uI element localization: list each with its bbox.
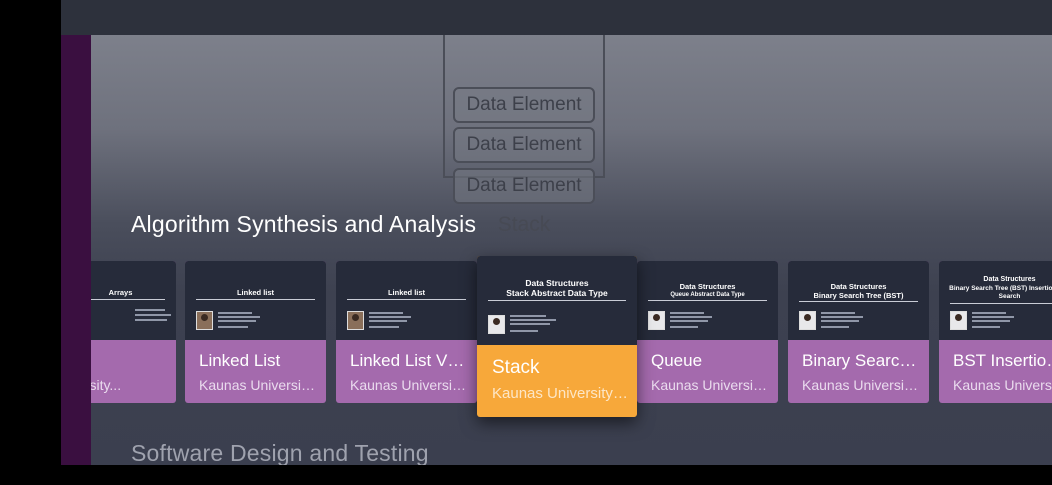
thumb-text xyxy=(369,312,403,314)
card-subtitle: Kaunas University of Technology xyxy=(199,377,318,393)
course-card[interactable]: Data Structures Binary Search Tree (BST)… xyxy=(788,261,929,403)
thumb-subtitle: Binary Search Tree (BST) Insertion and S… xyxy=(949,285,1052,300)
thumb-text xyxy=(510,330,538,332)
course-card[interactable]: Data Structures Queue Abstract Data Type… xyxy=(637,261,778,403)
stack-caption: Stack xyxy=(497,213,551,236)
hero-stack-diagram: Data Element Data Element Data Element S… xyxy=(443,35,605,236)
stack-data-element: Data Element xyxy=(453,87,595,123)
thumb-text xyxy=(218,312,252,314)
thumb-text xyxy=(369,320,407,322)
card-title: Stack xyxy=(492,357,540,378)
thumb-text xyxy=(670,326,698,328)
thumb-rule xyxy=(648,300,767,301)
thumb-rule xyxy=(91,299,165,300)
author-photo xyxy=(488,315,505,334)
course-card[interactable]: Linked list Linked List VS Array Kaunas … xyxy=(336,261,477,403)
thumb-rule xyxy=(950,303,1052,304)
card-subtitle: University... xyxy=(91,377,122,393)
thumb-text xyxy=(135,309,165,311)
thumb-text xyxy=(670,312,704,314)
thumb-text xyxy=(821,316,863,318)
course-card[interactable]: Linked list Linked List Kaunas Universit… xyxy=(185,261,326,403)
card-title: Linked List xyxy=(199,351,281,370)
card-thumbnail: Data Structures Queue Abstract Data Type xyxy=(637,261,778,340)
card-thumbnail: Arrays xyxy=(91,261,176,340)
card-thumbnail: Data Structures Binary Search Tree (BST)… xyxy=(939,261,1052,340)
thumb-title: Data Structures xyxy=(525,278,589,288)
thumb-text xyxy=(670,316,712,318)
thumb-text xyxy=(821,312,855,314)
thumb-title: Data Structures xyxy=(830,282,887,291)
thumb-title: Linked list xyxy=(387,288,426,297)
card-info: University... xyxy=(91,340,176,403)
thumb-text xyxy=(218,316,260,318)
card-title: Queue xyxy=(651,351,703,370)
card-subtitle: Kaunas University of Technology xyxy=(492,385,629,402)
browse-content: Data Element Data Element Data Element S… xyxy=(91,35,1052,465)
card-title: Linked List VS Array xyxy=(350,351,469,370)
thumb-text xyxy=(972,316,1014,318)
card-thumbnail: Linked list xyxy=(336,261,477,340)
top-bar xyxy=(61,0,1052,35)
thumb-title: Arrays xyxy=(108,288,133,297)
thumb-text xyxy=(218,326,248,328)
card-thumbnail: Data Structures Stack Abstract Data Type xyxy=(477,256,637,345)
author-photo xyxy=(950,311,967,330)
thumb-rule xyxy=(799,301,918,302)
thumb-title: Data Structures xyxy=(983,276,1036,283)
card-info: BST Insertion and Search Kaunas Universi… xyxy=(939,340,1052,403)
author-photo xyxy=(799,311,816,330)
author-photo xyxy=(347,311,364,330)
card-subtitle: Kaunas University of Technology xyxy=(350,377,469,393)
stack-data-element: Data Element xyxy=(453,168,595,204)
card-subtitle: Kaunas University of Technology xyxy=(651,377,770,393)
thumb-text xyxy=(135,319,167,321)
course-card[interactable]: Arrays University... xyxy=(91,261,176,403)
thumb-title: Linked list xyxy=(236,288,275,297)
thumb-text xyxy=(972,312,1006,314)
card-title: BST Insertion and Search xyxy=(953,351,1052,370)
side-rail[interactable] xyxy=(61,35,91,465)
thumb-text xyxy=(510,319,556,321)
thumb-text xyxy=(135,314,171,316)
thumb-text xyxy=(218,320,256,322)
thumb-text xyxy=(821,326,849,328)
thumb-text xyxy=(510,315,546,317)
course-card[interactable]: Data Structures Binary Search Tree (BST)… xyxy=(939,261,1052,403)
row-title: Algorithm Synthesis and Analysis xyxy=(131,211,477,237)
thumb-rule xyxy=(488,300,626,301)
card-title: Binary Search Tree xyxy=(802,351,921,370)
author-photo xyxy=(196,311,213,330)
card-info: Linked List Kaunas University of Technol… xyxy=(185,340,326,403)
card-thumbnail: Data Structures Binary Search Tree (BST) xyxy=(788,261,929,340)
card-subtitle: Kaunas University of Technology xyxy=(802,377,921,393)
thumb-text xyxy=(369,316,411,318)
thumb-title: Data Structures xyxy=(679,282,736,291)
stack-data-element: Data Element xyxy=(453,127,595,163)
thumb-text xyxy=(972,326,1000,328)
row-title: Software Design and Testing xyxy=(131,440,429,465)
thumb-subtitle: Binary Search Tree (BST) xyxy=(813,291,904,300)
author-photo xyxy=(648,311,665,330)
card-info: Linked List VS Array Kaunas University o… xyxy=(336,340,477,403)
thumb-subtitle: Queue Abstract Data Type xyxy=(670,292,745,298)
thumb-text xyxy=(369,326,399,328)
card-info: Queue Kaunas University of Technology xyxy=(637,340,778,403)
thumb-text xyxy=(972,320,1010,322)
app-window: Data Element Data Element Data Element S… xyxy=(61,0,1052,465)
thumb-subtitle: Stack Abstract Data Type xyxy=(506,288,608,298)
thumb-rule xyxy=(347,299,466,300)
card-info: Stack Kaunas University of Technology xyxy=(477,345,637,417)
card-info: Binary Search Tree Kaunas University of … xyxy=(788,340,929,403)
thumb-text xyxy=(821,320,859,322)
card-subtitle: Kaunas University of Technology xyxy=(953,377,1052,393)
thumb-text xyxy=(670,320,708,322)
thumb-text xyxy=(510,323,550,325)
thumb-rule xyxy=(196,299,315,300)
card-thumbnail: Linked list xyxy=(185,261,326,340)
course-card-focused[interactable]: Data Structures Stack Abstract Data Type… xyxy=(477,256,637,417)
